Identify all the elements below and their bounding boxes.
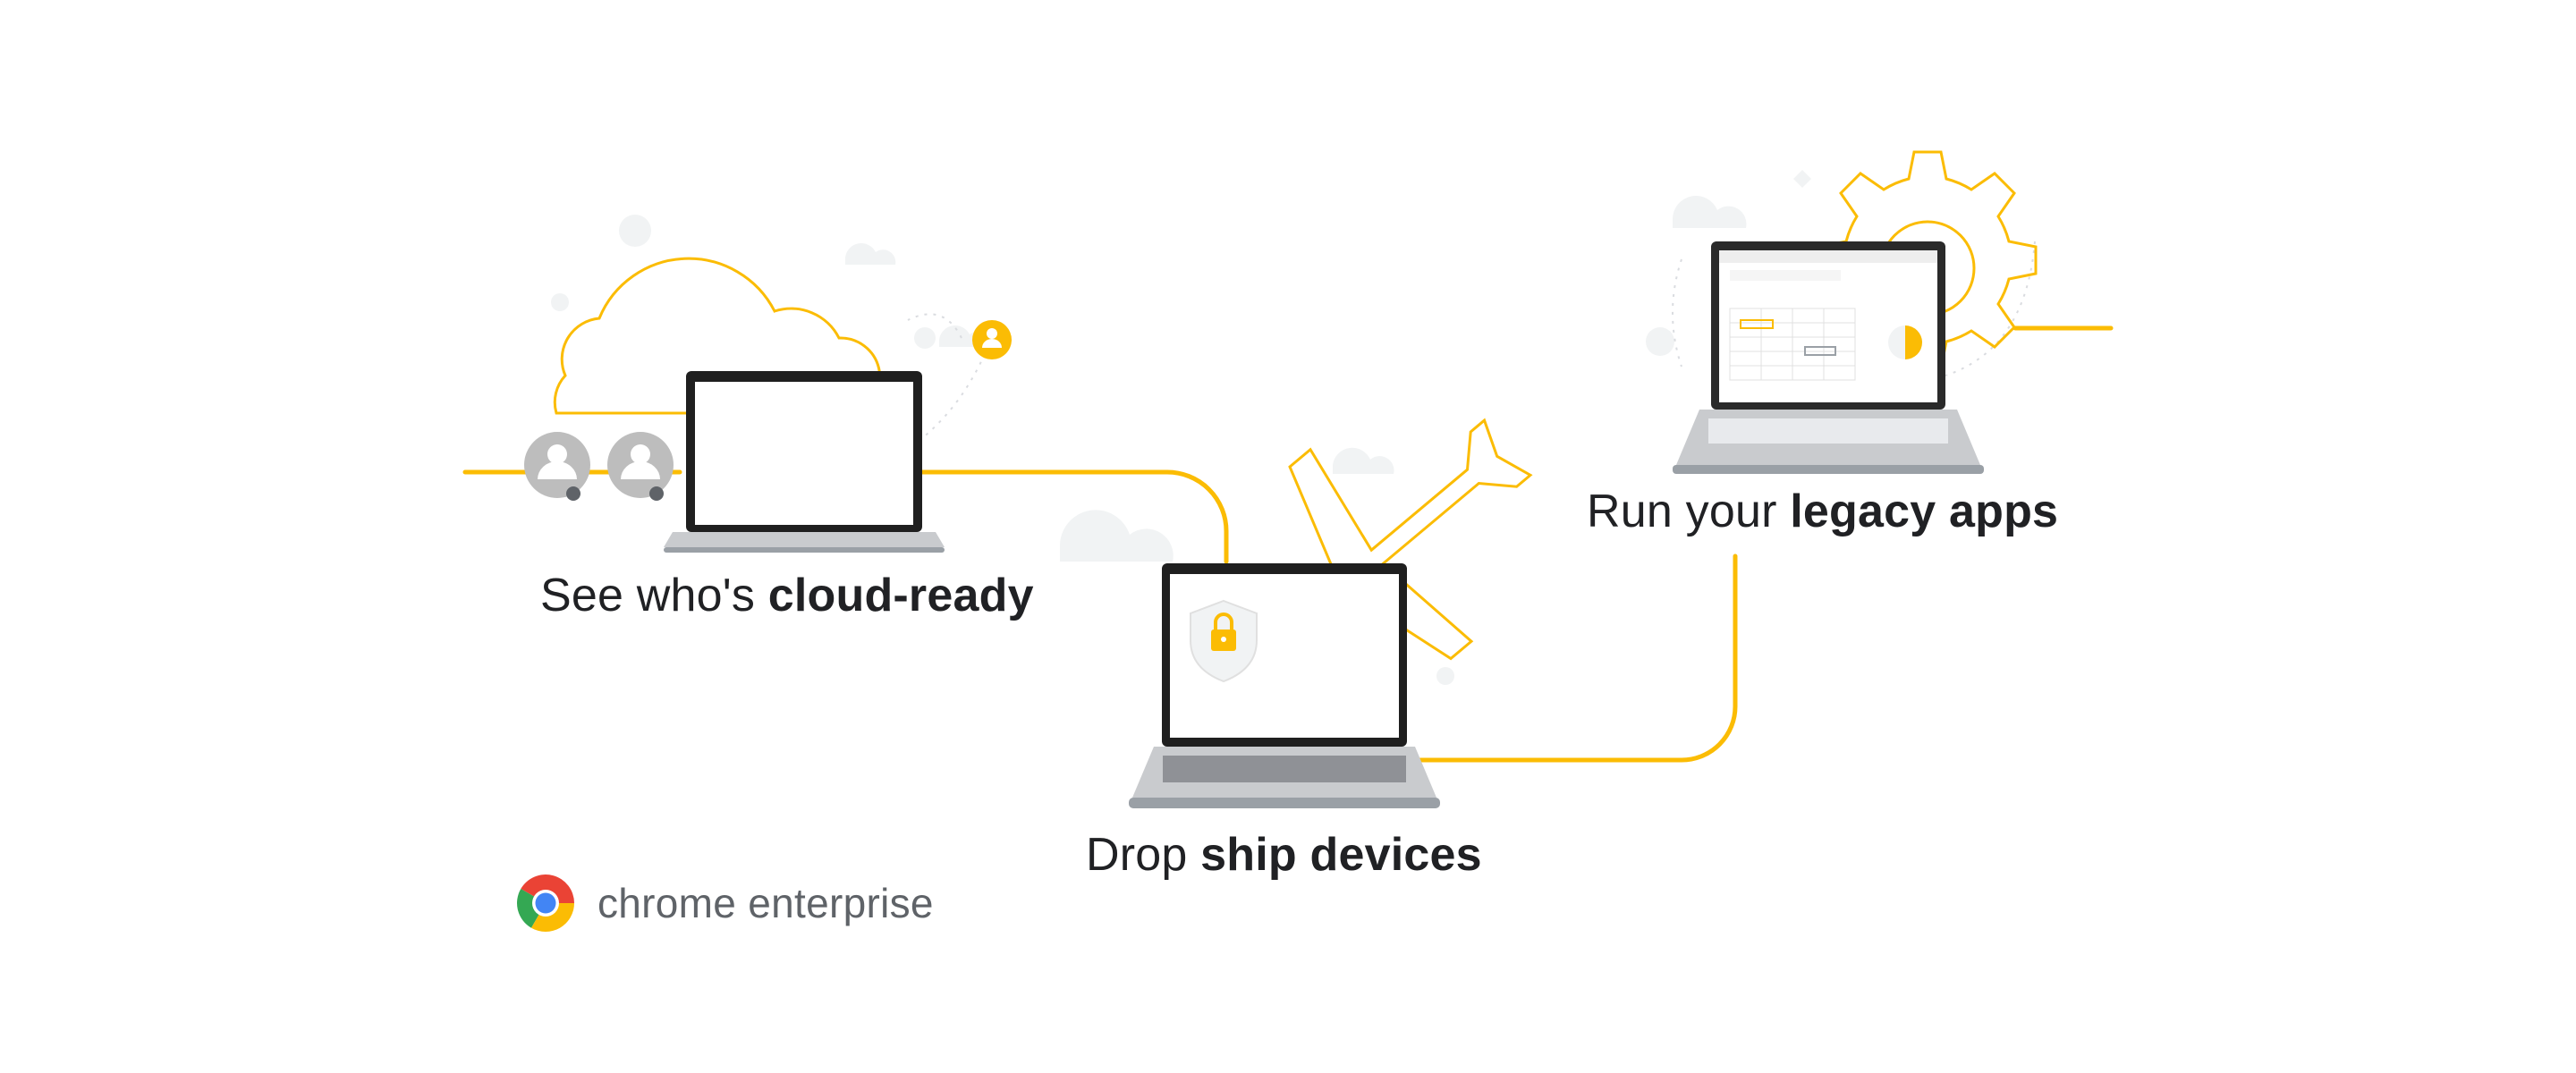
caption-legacy-apps: Run your legacy apps [1587, 485, 2058, 538]
chrome-enterprise-logo: chrome enterprise [513, 871, 934, 935]
shield-lock-icon [1190, 599, 1258, 683]
caption-legacy-apps-prefix: Run your [1587, 486, 1791, 537]
pie-chart-icon [1888, 325, 1922, 359]
spreadsheet-grid [1729, 308, 1856, 381]
laptop-ship-devices [1129, 563, 1440, 808]
background-decor [551, 170, 1811, 685]
caption-ship-devices-bold: ship devices [1200, 829, 1482, 881]
caption-cloud-ready-prefix: See who's [540, 570, 768, 621]
caption-cloud-ready: See who's cloud-ready [540, 569, 1034, 622]
caption-ship-devices-prefix: Drop [1086, 829, 1201, 881]
caption-legacy-apps-bold: legacy apps [1790, 486, 2059, 537]
cloud-icon [553, 257, 882, 415]
user-avatar-1 [524, 432, 590, 501]
laptop-cloud-ready [664, 371, 945, 553]
caption-ship-devices: Drop ship devices [1086, 828, 1482, 882]
user-icon [972, 320, 1012, 359]
user-avatar-2 [607, 432, 674, 501]
brand-name: chrome enterprise [597, 880, 934, 926]
laptop-legacy-apps [1673, 241, 1984, 474]
caption-cloud-ready-bold: cloud-ready [767, 570, 1034, 621]
chrome-logo-icon [517, 874, 574, 932]
